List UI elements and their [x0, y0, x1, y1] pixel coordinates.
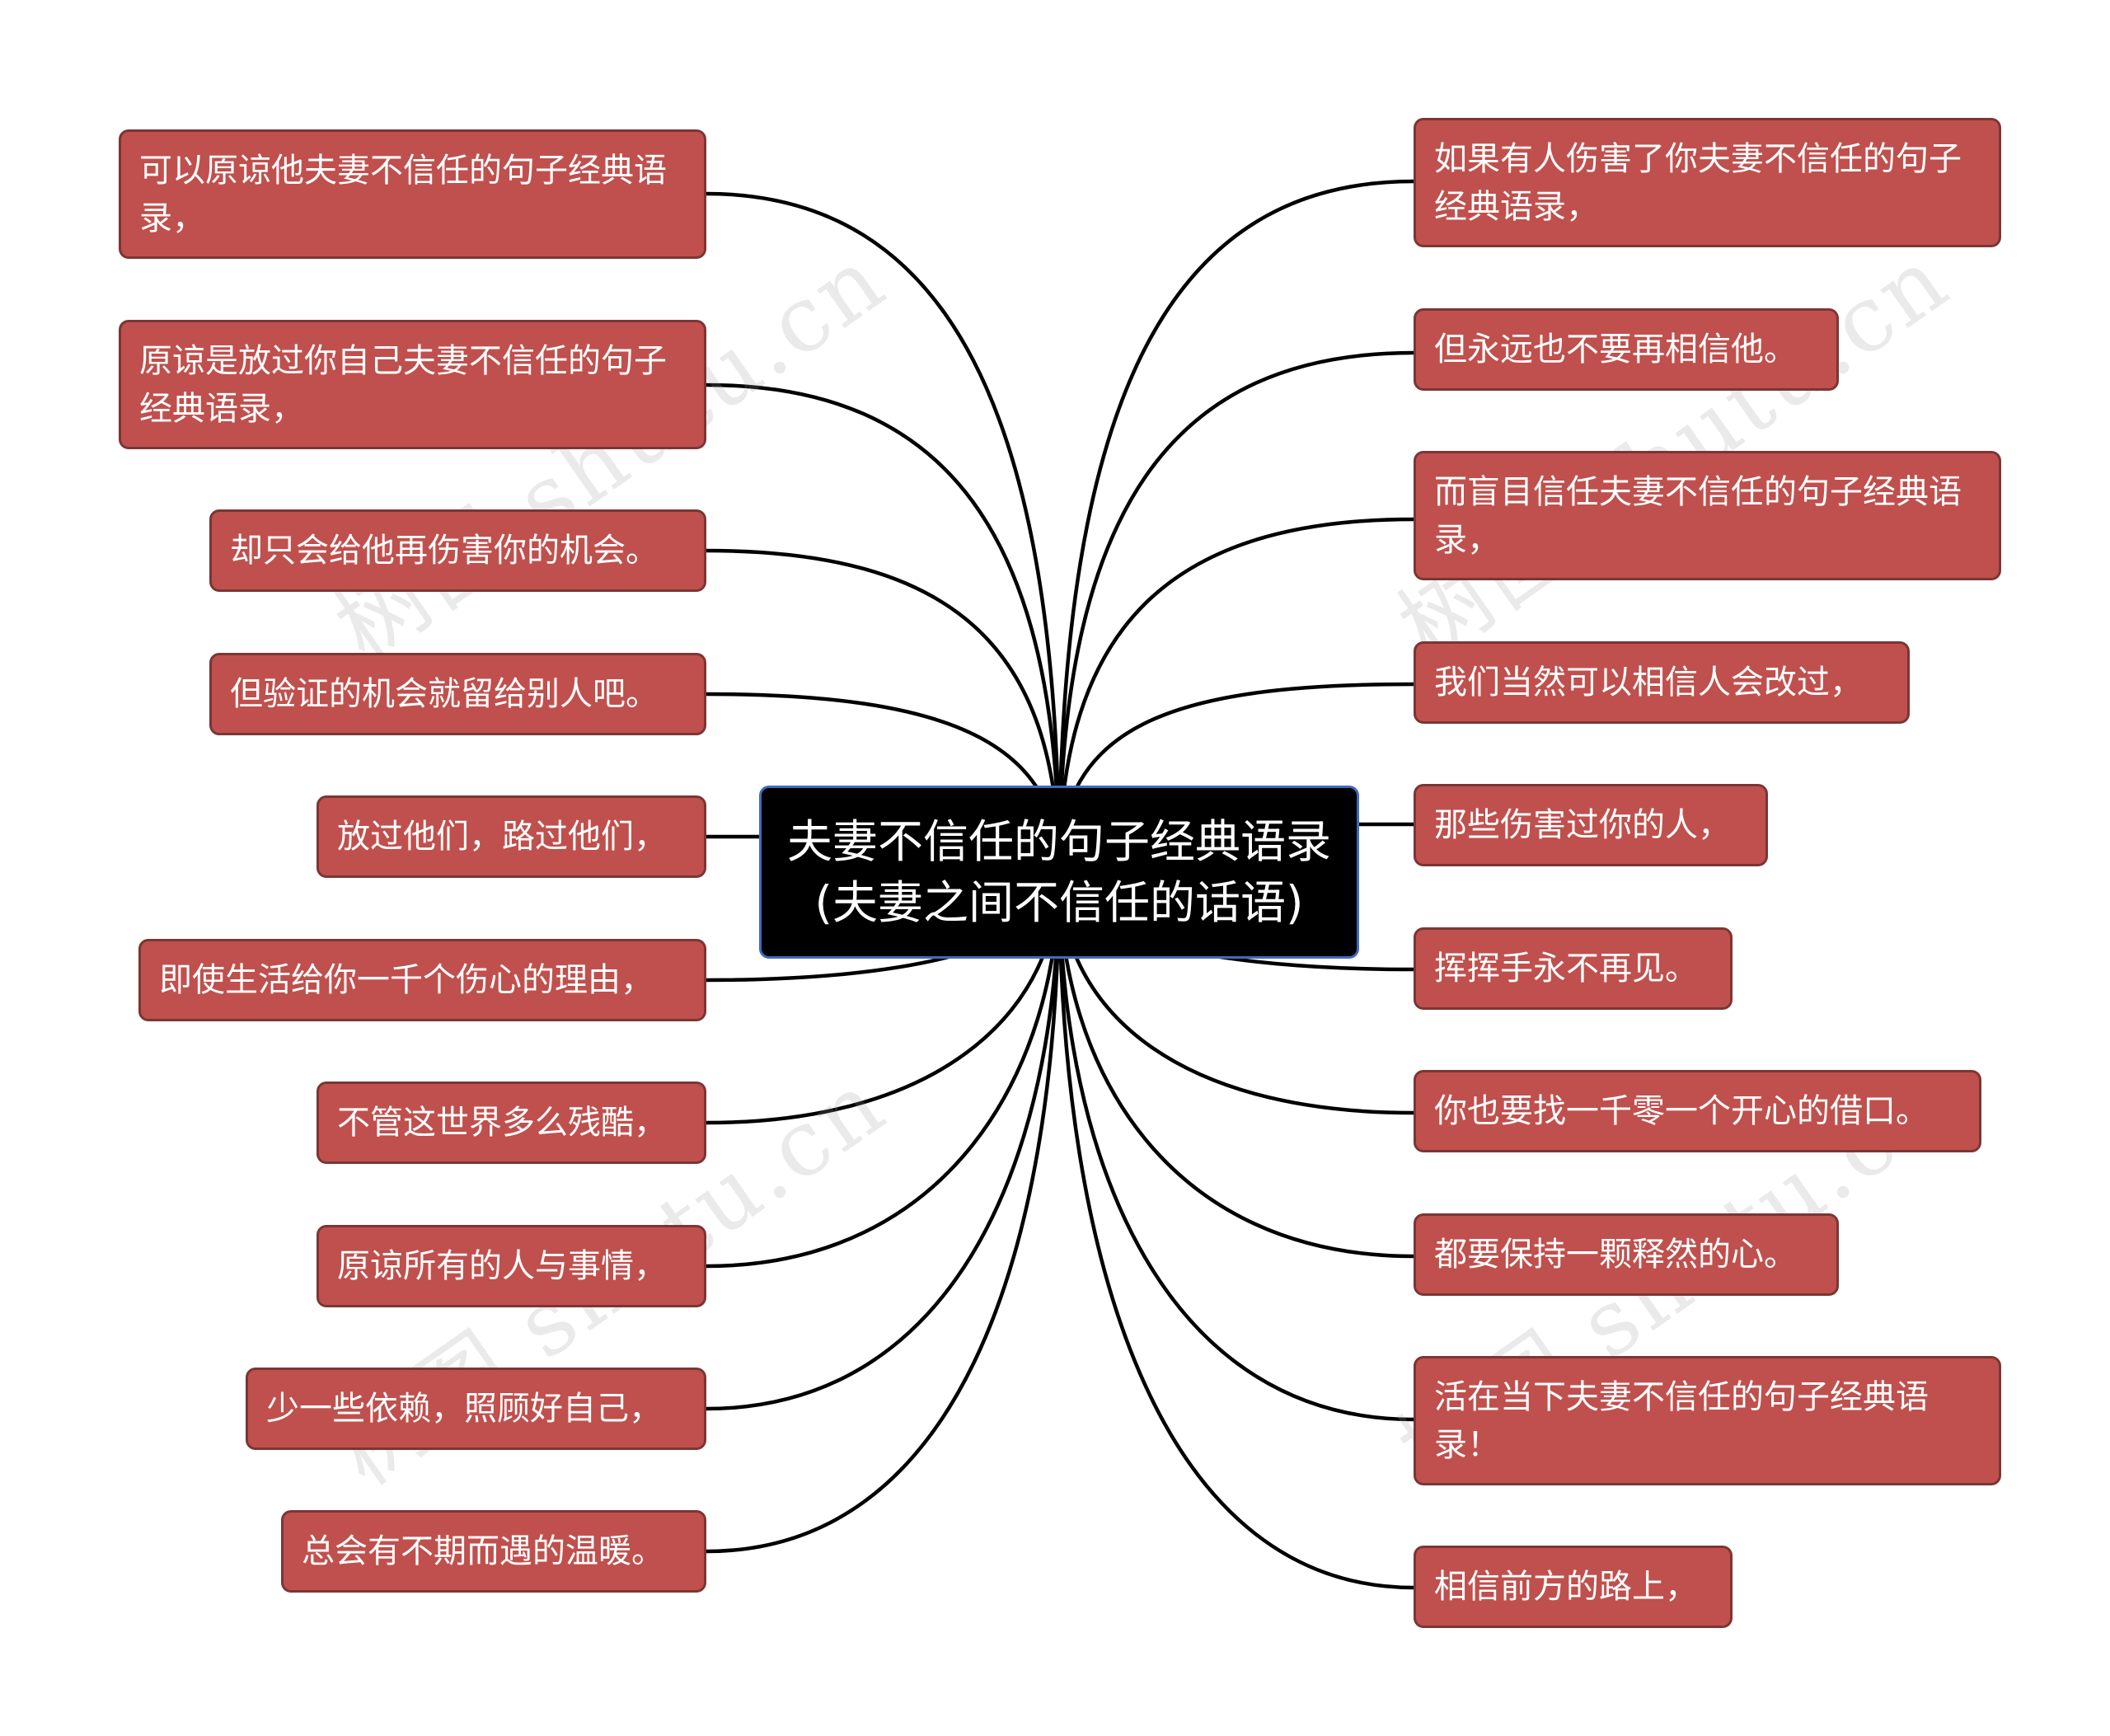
topic-label: 放过他们，路过他们， [337, 818, 667, 856]
topic-label: 但验证的机会就留给别人吧。 [230, 675, 659, 713]
topic-left-6[interactable]: 不管这世界多么残酷， [316, 1081, 706, 1164]
topic-label: 可以原谅他夫妻不信任的句子经典语录， [139, 151, 667, 237]
topic-label: 而盲目信任夫妻不信任的句子经典语录， [1434, 472, 1962, 559]
topic-label: 但永远也不要再相信他。 [1434, 331, 1797, 368]
connector-left-2 [706, 548, 1062, 873]
topic-right-7[interactable]: 都要保持一颗释然的心。 [1414, 1213, 1839, 1296]
topic-label: 原谅是放过你自己夫妻不信任的句子经典语录， [139, 341, 667, 428]
topic-left-1[interactable]: 原谅是放过你自己夫妻不信任的句子经典语录， [119, 320, 706, 449]
connector-right-2 [1057, 517, 1414, 873]
topic-left-9[interactable]: 总会有不期而遇的温暖。 [281, 1510, 706, 1593]
topic-right-1[interactable]: 但永远也不要再相信他。 [1414, 308, 1839, 391]
topic-right-0[interactable]: 如果有人伤害了你夫妻不信任的句子经典语录， [1414, 118, 2001, 247]
connector-left-9 [706, 871, 1062, 1554]
topic-left-4[interactable]: 放过他们，路过他们， [316, 795, 706, 878]
topic-label: 不管这世界多么残酷， [337, 1104, 667, 1142]
topic-label: 那些伤害过你的人， [1434, 806, 1731, 844]
root-topic[interactable]: 夫妻不信任的句子经典语录(夫妻之间不信任的话语) [759, 786, 1359, 959]
topic-left-5[interactable]: 即使生活给你一千个伤心的理由， [138, 939, 706, 1021]
topic-label: 挥挥手永不再见。 [1434, 950, 1698, 988]
connector-right-0 [1057, 179, 1414, 873]
topic-label: 都要保持一颗释然的心。 [1434, 1236, 1797, 1274]
topic-label: 如果有人伤害了你夫妻不信任的句子经典语录， [1434, 139, 1962, 226]
topic-left-3[interactable]: 但验证的机会就留给别人吧。 [209, 653, 706, 735]
topic-label: 少一些依赖，照顾好自己， [266, 1390, 662, 1428]
topic-label: 原谅所有的人与事情， [337, 1247, 667, 1285]
connector-right-8 [1057, 871, 1414, 1422]
topic-label: 我们当然可以相信人会改过， [1434, 664, 1863, 701]
topic-right-9[interactable]: 相信前方的路上， [1414, 1546, 1733, 1628]
topic-label: 即使生活给你一千个伤心的理由， [159, 961, 654, 999]
topic-right-5[interactable]: 挥挥手永不再见。 [1414, 927, 1733, 1010]
topic-label: 活在当下夫妻不信任的句子经典语录！ [1434, 1377, 1929, 1464]
connector-right-1 [1057, 350, 1414, 873]
connector-left-0 [706, 191, 1062, 873]
root-topic-label: 夫妻不信任的句子经典语录(夫妻之间不信任的话语) [786, 815, 1331, 929]
topic-right-3[interactable]: 我们当然可以相信人会改过， [1414, 641, 1910, 724]
topic-right-8[interactable]: 活在当下夫妻不信任的句子经典语录！ [1414, 1356, 2001, 1485]
connector-left-1 [706, 382, 1062, 873]
topic-right-4[interactable]: 那些伤害过你的人， [1414, 784, 1768, 866]
topic-left-7[interactable]: 原谅所有的人与事情， [316, 1225, 706, 1307]
topic-left-0[interactable]: 可以原谅他夫妻不信任的句子经典语录， [119, 129, 706, 259]
topic-left-8[interactable]: 少一些依赖，照顾好自己， [246, 1368, 706, 1450]
topic-label: 你也要找一千零一个开心的借口。 [1434, 1092, 1929, 1130]
topic-label: 却只会给他再伤害你的机会。 [230, 532, 659, 570]
topic-right-2[interactable]: 而盲目信任夫妻不信任的句子经典语录， [1414, 451, 2001, 580]
topic-label: 总会有不期而遇的温暖。 [302, 1532, 664, 1570]
connector-left-8 [706, 871, 1062, 1411]
topic-left-2[interactable]: 却只会给他再伤害你的机会。 [209, 509, 706, 592]
topic-right-6[interactable]: 你也要找一千零一个开心的借口。 [1414, 1070, 1981, 1152]
connector-right-9 [1057, 871, 1414, 1590]
topic-label: 相信前方的路上， [1434, 1568, 1698, 1606]
